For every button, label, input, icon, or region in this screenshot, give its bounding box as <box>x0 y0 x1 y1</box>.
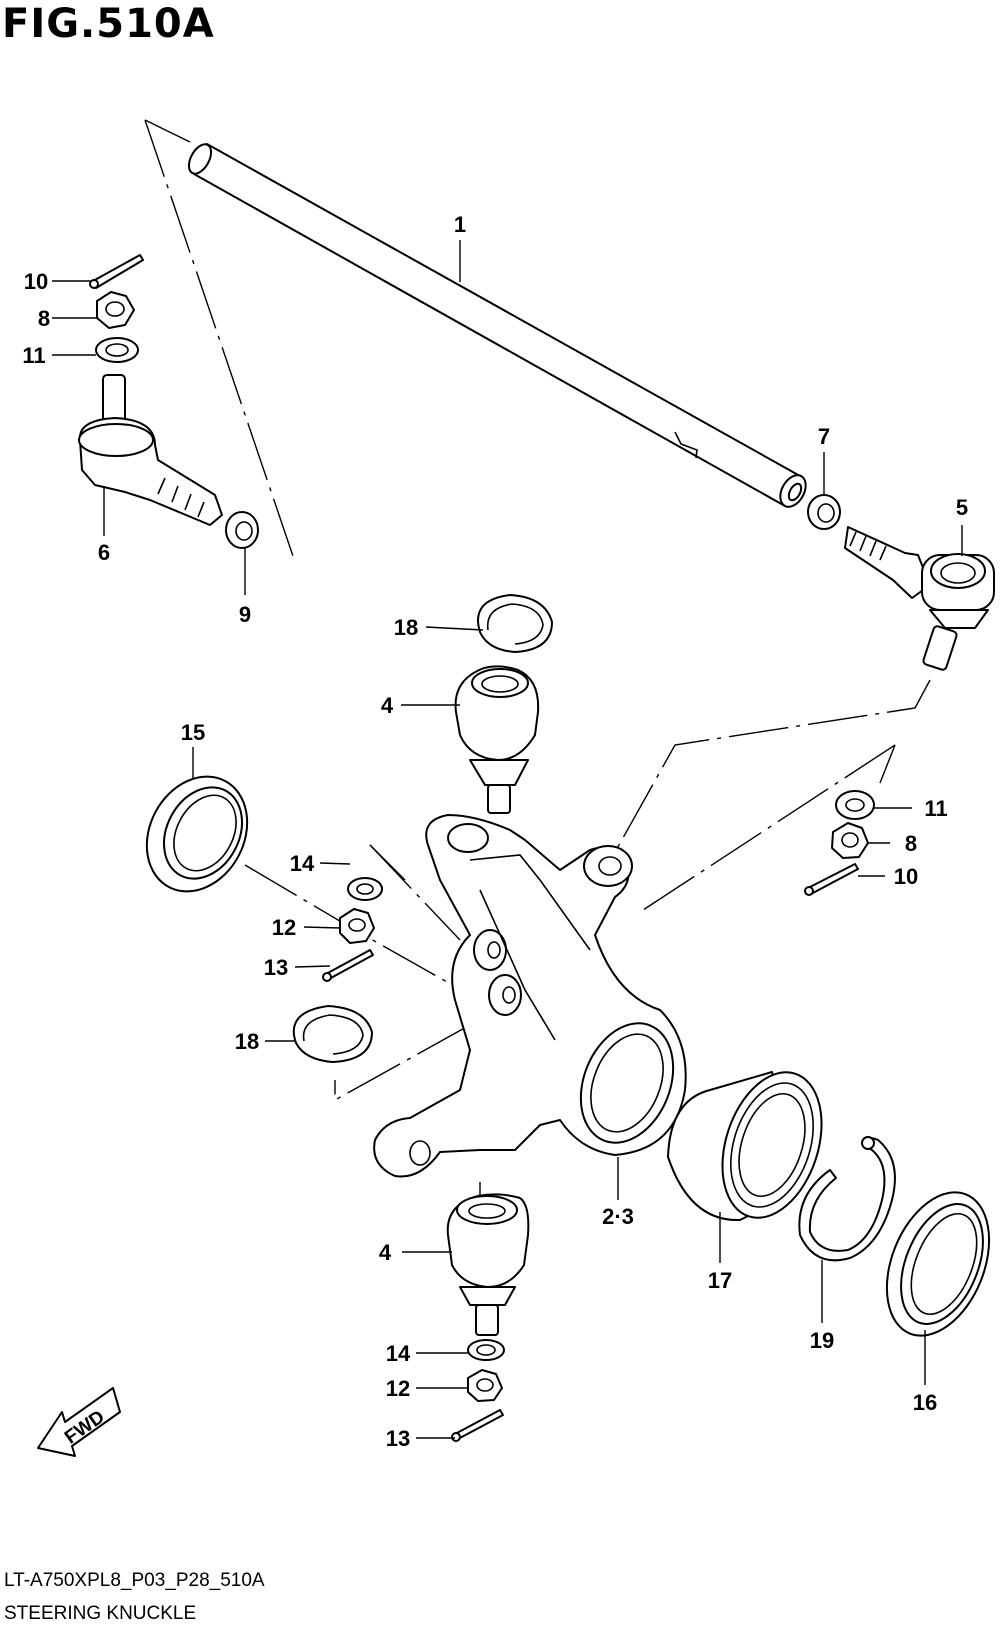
callout-4-lower: 4 <box>379 1240 392 1265</box>
washer-left <box>95 337 139 363</box>
callout-18-upper: 18 <box>394 615 418 640</box>
callout-labels: 1 10 8 11 6 9 7 5 18 4 15 11 8 10 14 12 … <box>22 212 968 1451</box>
callout-12-bottom: 12 <box>386 1376 410 1401</box>
callout-14-middle: 14 <box>290 851 315 876</box>
washer-middle <box>347 877 383 901</box>
ball-joint-upper <box>454 665 540 814</box>
callout-5: 5 <box>956 495 968 520</box>
callout-9: 9 <box>239 602 251 627</box>
callout-16: 16 <box>913 1390 937 1415</box>
callout-13-middle: 13 <box>264 955 288 980</box>
washer-bottom <box>467 1339 505 1361</box>
circlip-upper <box>477 594 553 653</box>
tie-rod <box>187 143 807 508</box>
castle-nut-middle <box>339 908 375 944</box>
cotter-pin-left <box>89 254 144 289</box>
callout-11-left: 11 <box>22 343 45 368</box>
cotter-pin-middle <box>322 949 374 982</box>
washer-right <box>835 790 875 820</box>
callout-12-middle: 12 <box>272 915 296 940</box>
tie-rod-end-right <box>844 526 995 671</box>
callout-10-right: 10 <box>894 864 918 889</box>
fwd-direction-arrow: FWD <box>37 1387 121 1457</box>
leader-lines <box>52 240 963 1439</box>
castle-nut-right <box>831 822 869 859</box>
nut-7 <box>807 494 841 530</box>
circlip-bearing <box>798 1136 896 1262</box>
tie-rod-end-left <box>78 374 223 526</box>
circlip-lower <box>292 1005 373 1063</box>
castle-nut-bottom <box>467 1369 503 1402</box>
oil-seal-right <box>885 1191 991 1337</box>
ball-joint-lower <box>446 1193 530 1336</box>
callout-2-3: 2·3 <box>602 1204 634 1229</box>
lock-nut-left <box>225 511 259 549</box>
section-name: STEERING KNUCKLE <box>4 1603 197 1624</box>
cotter-pin-bottom <box>451 1409 504 1442</box>
wheel-bearing <box>667 1071 823 1222</box>
callout-8-right: 8 <box>905 831 917 856</box>
callout-18-lower: 18 <box>235 1029 259 1054</box>
callout-17: 17 <box>708 1268 732 1293</box>
callout-10-left: 10 <box>24 269 48 294</box>
callout-6: 6 <box>98 540 110 565</box>
callout-13-bottom: 13 <box>386 1426 410 1451</box>
figure-title: FIG.510A <box>2 1 215 47</box>
oil-seal-left <box>145 775 249 893</box>
callout-1: 1 <box>454 212 466 237</box>
callout-8-left: 8 <box>38 306 50 331</box>
callout-14-bottom: 14 <box>386 1341 411 1366</box>
cotter-pin-right <box>804 863 859 896</box>
model-code: LT-A750XPL8_P03_P28_510A <box>4 1570 265 1591</box>
callout-7: 7 <box>818 424 830 449</box>
callout-11-right: 11 <box>924 796 947 821</box>
callout-19: 19 <box>810 1328 834 1353</box>
steering-knuckle <box>373 814 687 1178</box>
castle-nut-left <box>96 291 135 329</box>
callout-4-upper: 4 <box>381 693 394 718</box>
callout-15: 15 <box>181 720 205 745</box>
